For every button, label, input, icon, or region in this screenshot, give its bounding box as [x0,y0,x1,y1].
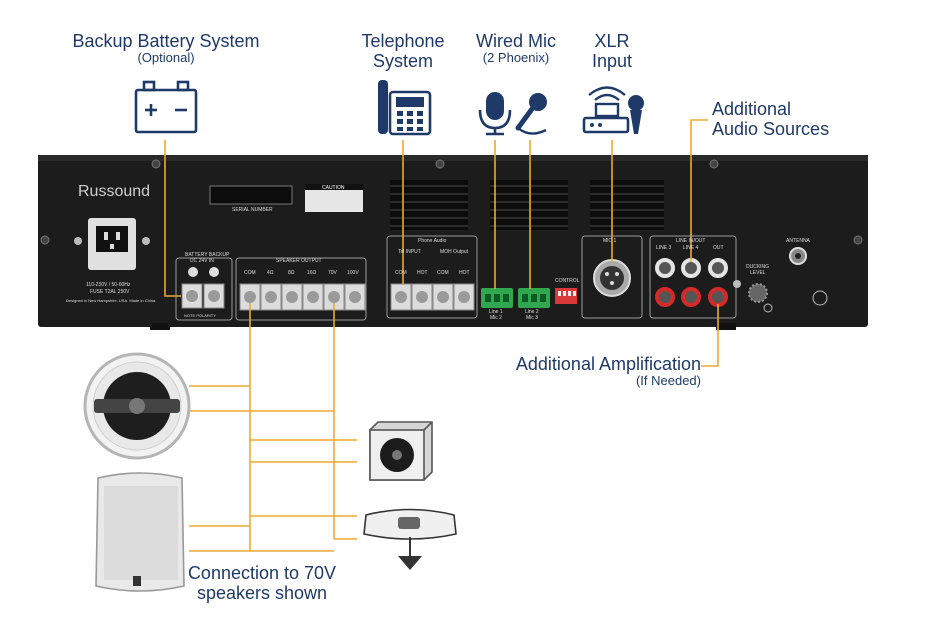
additional-sources-callout: Additional Audio Sources [712,99,842,139]
power-spec-2: FUSE T2AL 250V [90,289,130,295]
horn-speaker-icon [363,508,457,570]
line2-label: Line 2 [525,309,539,315]
battery-title: Backup Battery System [72,31,260,51]
xlr-callout: XLR Input [574,31,650,71]
xlr-title-2: Input [591,51,633,72]
additional-title-2: Audio Sources [712,119,830,140]
speaker-term-8ohm: 8Ω [288,270,295,276]
line1-label: Line 1 [489,309,503,315]
battery-callout: Backup Battery System (Optional) [60,31,272,66]
cube-speaker-icon [369,421,433,481]
phone-term-hot1: HOT [417,270,428,276]
telephone-title-1: Telephone [361,31,445,51]
moh-output-label: MOH Output [440,249,469,255]
phone-term-com1: COM [395,270,407,276]
antenna-label: ANTENNA [786,238,810,244]
connection-callout: Connection to 70V speakers shown [178,563,346,603]
tel-input-label: Tel INPUT [398,249,421,255]
power-spec-1: 110-230V / 50-60Hz [86,282,131,288]
control-label: CONTROL [555,278,580,284]
handheld-mic-icon [515,93,547,135]
connection-title-1: Connection to 70V [187,563,337,583]
speaker-term-com: COM [244,270,256,276]
telephone-icon [378,80,432,136]
speaker-output-header: SPEAKER OUTPUT [276,258,322,264]
battery-subtitle: (Optional) [137,50,195,66]
speaker-term-70v: 70V [328,270,337,276]
brand-logo: Russound [78,183,151,200]
wiredmic-subtitle: (2 Phoenix) [482,50,550,66]
wiredmic-title: Wired Mic [476,31,556,51]
additional-title-1: Additional [712,99,792,119]
xlr-receiver-icon [582,86,644,134]
mic2-label: Mic 2 [490,315,502,321]
speaker-term-4ohm: 4Ω [267,270,274,276]
amplification-callout: Additional Amplification (If Needed) [505,354,701,389]
amp-subtitle: (If Needed) [635,373,701,389]
speaker-term-16ohm: 16Ω [307,270,317,276]
caution-label: CAUTION [322,185,345,191]
connection-title-2: speakers shown [196,583,328,604]
line4-label: LINE 4 [683,245,699,251]
battery-icon [134,80,198,134]
amp-title: Additional Amplification [515,354,701,374]
line-inout-label: LINE IN/OUT [676,238,706,244]
speaker-term-100v: 100V [347,270,359,276]
mic3-label: Mic 3 [526,315,538,321]
phone-audio-header: Phone Audio [418,238,447,244]
serial-label: SERIAL NUMBER [232,207,273,213]
amplifier-rear-panel [38,155,868,330]
xlr-title-1: XLR [594,31,630,51]
ceiling-speaker-icon [83,352,191,460]
made-in-label: Designed in New Hampshire, USA. Made in … [66,298,157,303]
wiredmic-callout: Wired Mic (2 Phoenix) [460,31,572,66]
battery-header: BATTERY BACKUP [185,252,230,258]
out-label: OUT [713,245,724,251]
battery-voltage: DC 24V IN [190,258,214,264]
telephone-title-2: System [372,51,433,72]
mic1-label: MIC 1 [603,238,617,244]
line3-label: LINE 3 [656,245,672,251]
phone-term-hot2: HOT [459,270,470,276]
ducking-label: DUCKING [746,264,770,270]
note-polarity: NOTE POLARITY [184,313,217,318]
ducking-level-label: LEVEL [750,270,766,276]
condenser-mic-icon [478,92,512,136]
wall-speaker-icon [95,472,185,592]
telephone-callout: Telephone System [346,31,460,71]
connection-wires [164,119,719,552]
phone-term-com2: COM [437,270,449,276]
